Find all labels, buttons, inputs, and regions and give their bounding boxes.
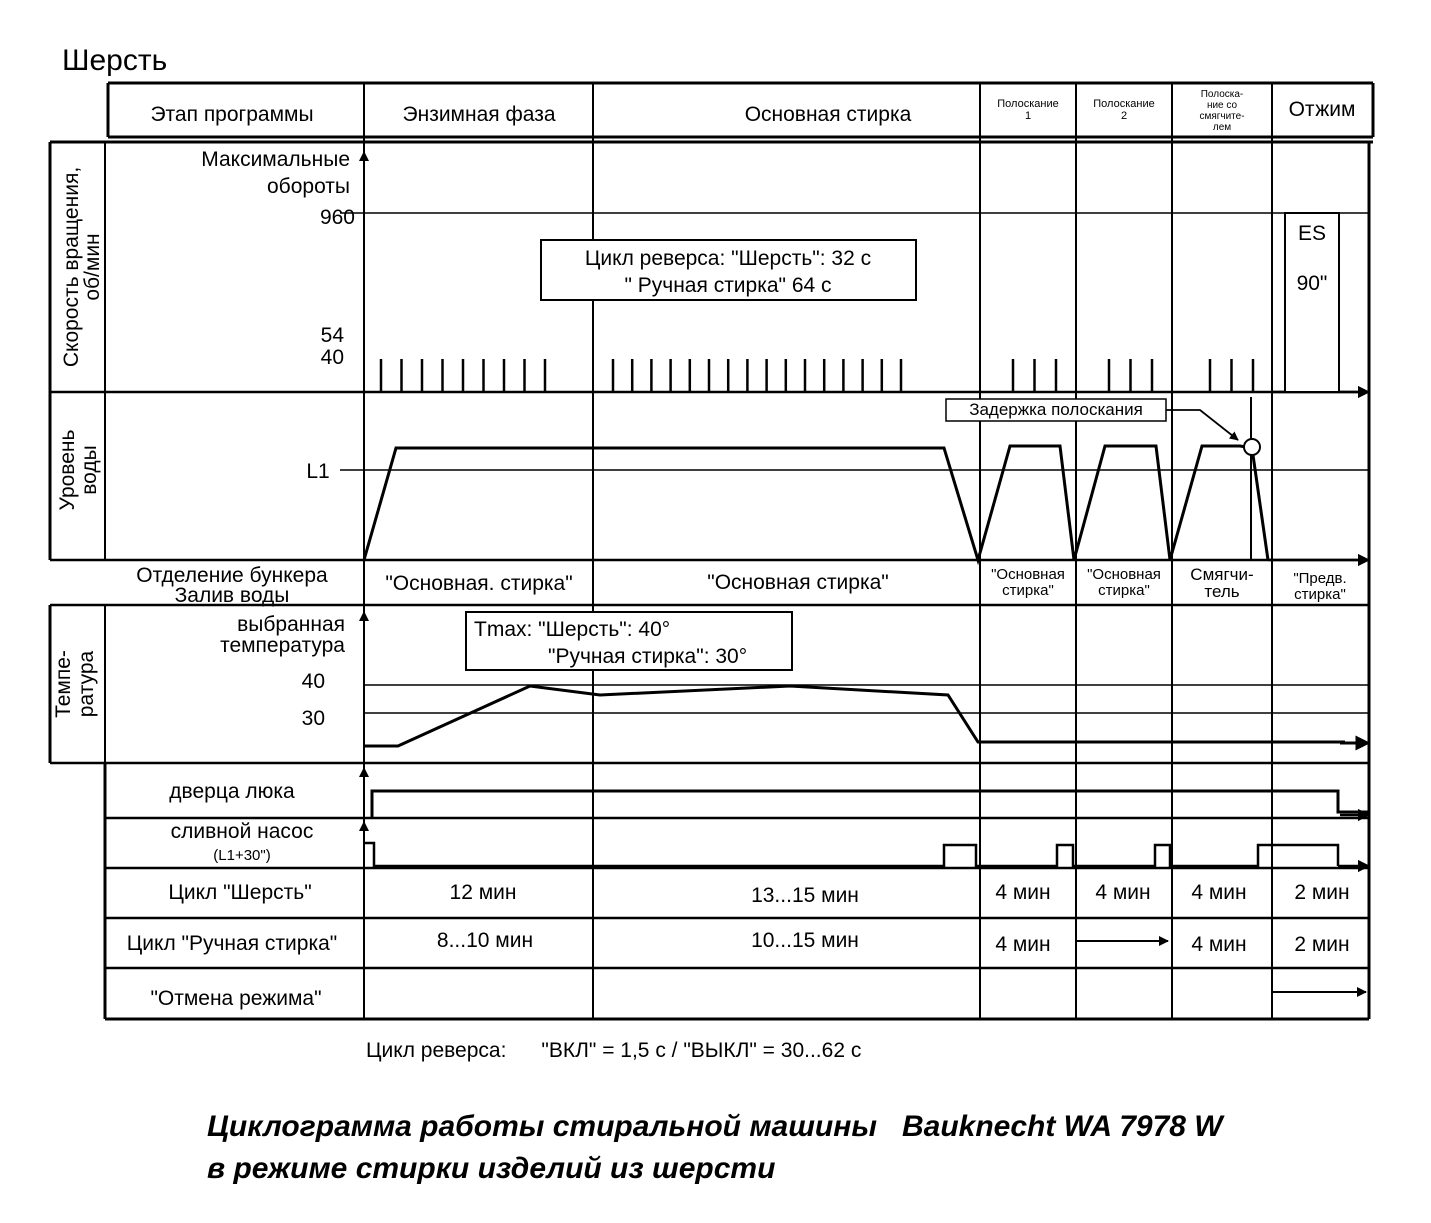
cycle-cancel-label: "Отмена режима" (150, 987, 321, 1010)
speed-axis-label-line1: Скорость вращения, (60, 167, 83, 367)
caption-line1: Циклограмма работы стиральной машины Bau… (207, 1110, 1223, 1143)
water-axis-label-line2: воды (78, 445, 101, 495)
cycle-wool-rinse3: 4 мин (1191, 881, 1246, 904)
dispenser-spin-line2: стирка" (1294, 586, 1346, 603)
temperature-curve (364, 684, 1345, 748)
cycle-wool-rinse1: 4 мин (995, 881, 1050, 904)
dispenser-rinse3-line2: тель (1204, 582, 1239, 601)
header-rinse3-line1: Полоска- (1201, 89, 1244, 100)
spin-es-duration: 90" (1297, 272, 1328, 295)
cycle-handwash-rinse3: 4 мин (1191, 933, 1246, 956)
temp-tick-30: 30 (302, 707, 325, 730)
water-level-curve (362, 444, 1270, 566)
cycle-wool-enzyme: 12 мин (450, 881, 517, 904)
pump-label-line2: (L1+30") (213, 847, 270, 864)
dispenser-label-line1: Отделение бункера (136, 564, 328, 587)
rinse-delay-label: Задержка полоскания (969, 400, 1143, 419)
reverse-cycle-note-box (540, 239, 917, 301)
header-rinse1-line2: 1 (1025, 110, 1031, 122)
cycle-handwash-label: Цикл "Ручная стирка" (127, 932, 337, 955)
temp-tick-40: 40 (302, 670, 325, 693)
dispenser-enzyme: "Основная. стирка" (385, 572, 572, 595)
speed-tick-960: 960 (320, 206, 355, 229)
header-rinse2-line1: Полоскание (1093, 98, 1154, 110)
door-signal (370, 789, 1369, 818)
reverse-cycle-note-line2: " Ручная стирка" 64 с (624, 274, 831, 297)
header-phase-spin: Отжим (1289, 98, 1356, 121)
grid-lines (48, 81, 1375, 1021)
header-phase-enzyme: Энзимная фаза (403, 103, 556, 126)
cycle-wool-main: 13...15 мин (751, 884, 859, 907)
tmax-note-line1: Tmax: "Шерсть": 40° (474, 618, 670, 641)
rinse-delay-pointer (1166, 409, 1239, 441)
cycle-wool-rinse2: 4 мин (1095, 881, 1150, 904)
dispenser-rinse2-line2: стирка" (1098, 582, 1150, 599)
header-rinse1-line1: Полоскание (997, 98, 1058, 110)
speed-axis-label-line2: об/мин (81, 233, 104, 300)
header-rinse3-line2: ние со (1207, 100, 1238, 111)
speed-max-label-line2: обороты (267, 175, 350, 198)
header-rinse3-line3: смягчите- (1199, 111, 1244, 122)
speed-tick-54: 54 (321, 324, 345, 347)
dispenser-rinse3-line1: Смягчи- (1190, 565, 1253, 584)
dispenser-spin-line1: "Предв. (1293, 570, 1346, 587)
speed-tick-40: 40 (321, 346, 344, 369)
temp-selected-label-line1: выбранная (237, 613, 345, 636)
header-program-stage: Этап программы (150, 103, 313, 126)
tmax-note-box (465, 611, 793, 671)
reverse-pulses (379, 359, 1255, 392)
spin-es-box (1284, 212, 1340, 393)
rinse-delay-point (1243, 438, 1261, 456)
cycle-handwash-enzyme: 8...10 мин (437, 929, 533, 952)
dispenser-label-line2: Залив воды (175, 584, 290, 607)
temp-axis-label-line1: Темпе- (52, 650, 75, 718)
door-label: дверца люка (169, 780, 295, 803)
pump-label-line1: сливной насос (171, 820, 314, 843)
pump-signal (364, 841, 1340, 868)
water-level-l1-label: L1 (306, 460, 329, 483)
dispenser-rinse2-line1: "Основная (1087, 566, 1161, 583)
header-phase-main-wash: Основная стирка (745, 103, 912, 126)
dispenser-main-wash: "Основная стирка" (707, 571, 889, 594)
page-title: Шерсть (62, 44, 167, 77)
speed-max-label-line1: Максимальные (201, 148, 350, 171)
temp-axis-label-line2: ратура (75, 650, 98, 717)
cycle-handwash-rinse1: 4 мин (995, 933, 1050, 956)
cycle-handwash-spin: 2 мин (1294, 933, 1349, 956)
dispenser-rinse1-line2: стирка" (1002, 582, 1054, 599)
cycle-wool-label: Цикл "Шерсть" (168, 881, 311, 904)
water-axis-label-line1: Уровень (56, 430, 79, 511)
dispenser-rinse1-line1: "Основная (991, 566, 1065, 583)
tmax-note-line2: "Ручная стирка": 30° (548, 645, 747, 668)
spin-es-label: ES (1298, 222, 1326, 245)
cycle-handwash-main: 10...15 мин (751, 929, 859, 952)
reverse-cycle-note-line1: Цикл реверса: "Шерсть": 32 с (585, 247, 871, 270)
reverse-cycle-footnote: Цикл реверса: "ВКЛ" = 1,5 с / "ВЫКЛ" = 3… (366, 1039, 861, 1062)
cycle-wool-spin: 2 мин (1294, 881, 1349, 904)
header-rinse3-line4: лем (1213, 122, 1231, 133)
caption-line2: в режиме стирки изделий из шерсти (207, 1152, 776, 1185)
header-rinse2-line2: 2 (1121, 110, 1127, 122)
temp-selected-label-line2: температура (220, 634, 345, 657)
